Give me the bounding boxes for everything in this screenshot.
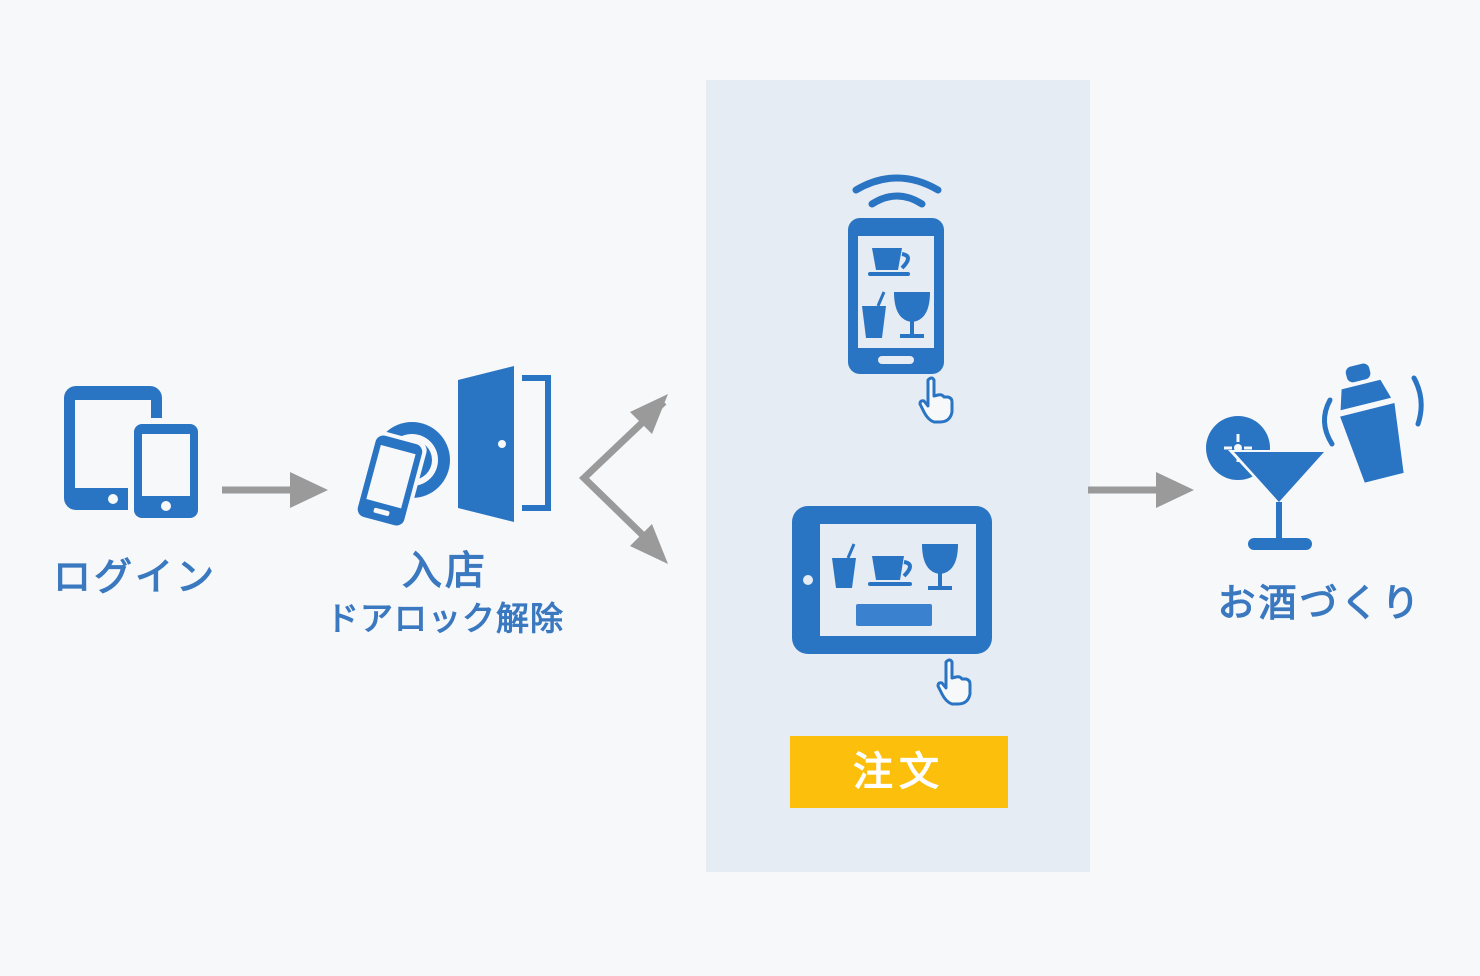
tablet-menu-icon <box>792 506 992 654</box>
hand-pointer-icon <box>918 376 954 424</box>
arrow-icon <box>222 472 328 508</box>
arrow-icon <box>1088 472 1194 508</box>
phone-tap-icon <box>353 422 450 530</box>
entry-label: 入店 <box>402 548 488 594</box>
cocktail-glass-icon <box>1206 416 1328 550</box>
door-unlock-label: ドアロック解除 <box>326 599 564 638</box>
arrow-icon <box>578 394 668 564</box>
wifi-signal-icon <box>852 174 942 208</box>
sake-making-label: お酒づくり <box>1217 581 1423 625</box>
login-label: ログイン <box>52 555 217 599</box>
tablet-and-phone-icon <box>64 386 202 520</box>
hand-pointer-icon <box>936 658 972 706</box>
door-icon <box>458 366 551 522</box>
smartphone-menu-icon <box>848 218 944 374</box>
shaker-icon <box>1322 363 1424 483</box>
order-button[interactable]: 注文 <box>790 736 1008 808</box>
